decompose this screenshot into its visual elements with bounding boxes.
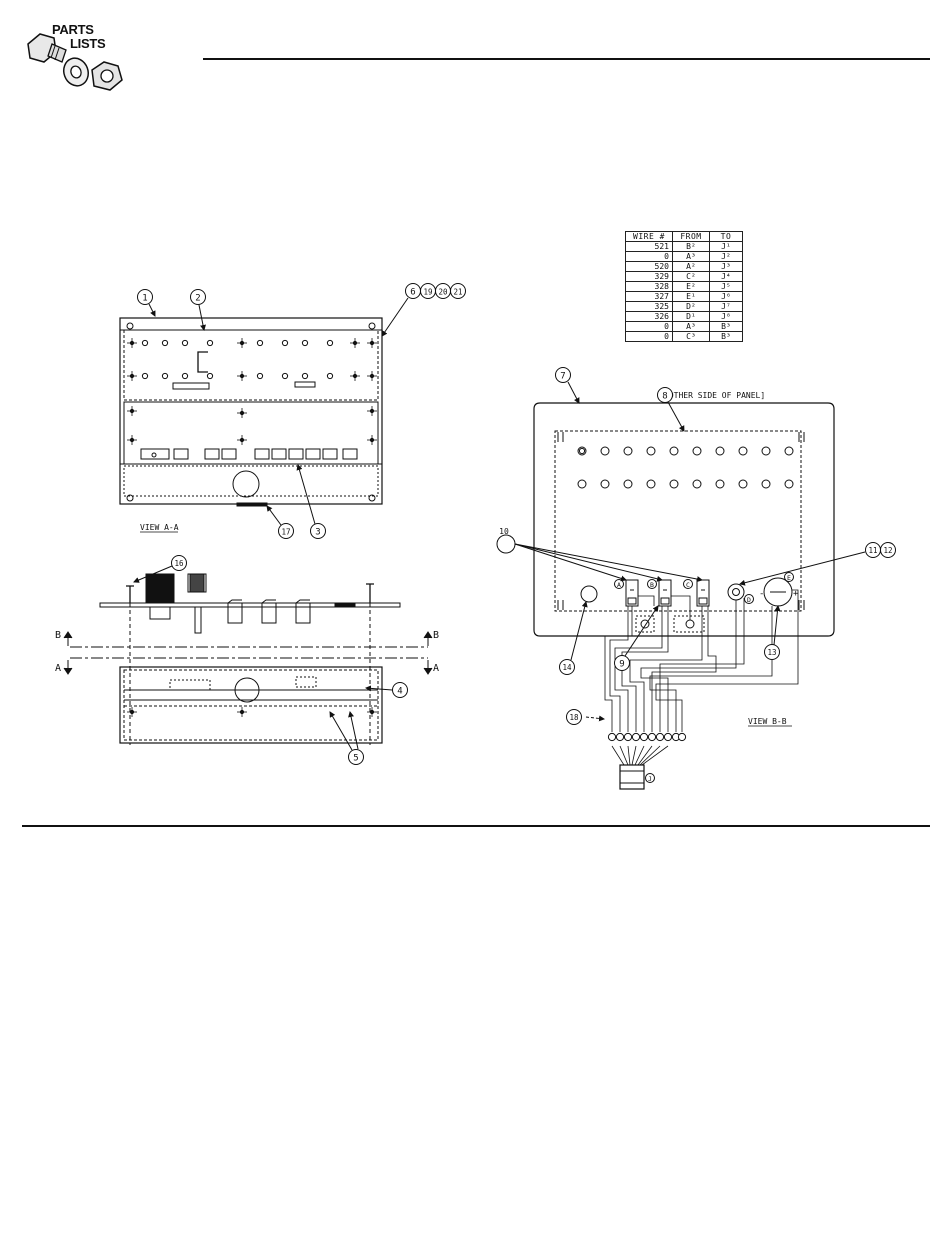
terminal-label-j: J [648, 775, 652, 783]
section-label-a: A [433, 663, 439, 674]
panel-hole [785, 447, 793, 455]
panel-hole [647, 480, 655, 488]
callout-16: 16 [174, 559, 184, 568]
terminal-label-c: C [686, 581, 690, 589]
wire-terminal-row [608, 733, 685, 740]
polarity-minus: - [759, 589, 764, 599]
wire-terminal [656, 733, 663, 740]
callout-20: 20 [438, 288, 448, 297]
panel-hole [716, 480, 724, 488]
panel-hole [624, 480, 632, 488]
panel-hole [739, 447, 747, 455]
view-a-a-label: VIEW A-A [140, 523, 179, 532]
view-b-b-labels: A B C D E J + - VIEW B-B [OTHER SIDE OF … [615, 391, 800, 783]
panel-hole [578, 480, 586, 488]
view-a-a-drawing [120, 318, 382, 506]
panel-hole [624, 447, 632, 455]
terminal-label-b: B [650, 581, 654, 589]
callout-7: 7 [560, 372, 565, 382]
section-label-b: B [55, 630, 61, 641]
terminal-label-d: D [747, 596, 751, 604]
wire-terminal [608, 733, 615, 740]
callout-14: 14 [562, 663, 572, 672]
callout-3: 3 [315, 528, 320, 538]
callout-17: 17 [281, 528, 290, 537]
callout-1: 1 [142, 294, 147, 304]
polarity-plus: + [793, 589, 799, 599]
callout-12: 12 [883, 546, 892, 555]
panel-hole [762, 447, 770, 455]
panel-hole [716, 447, 724, 455]
callout-8: 8 [662, 392, 667, 402]
panel-hole [670, 447, 678, 455]
callout-group-b-b: 7 8 10 11 12 14 9 13 18 [497, 368, 896, 725]
callout-group-a-a: 1 2 6 19 20 21 3 17 VIEW A-A [138, 284, 466, 539]
callout-11: 11 [868, 546, 877, 555]
callout-5: 5 [353, 754, 358, 764]
callout-9: 9 [619, 660, 624, 670]
panel-hole [647, 447, 655, 455]
wire-terminal [640, 733, 647, 740]
panel-hole [670, 480, 678, 488]
panel-hole [601, 447, 609, 455]
callout-4: 4 [397, 687, 402, 697]
wire-terminal [632, 733, 639, 740]
callout-2: 2 [195, 294, 200, 304]
callout-18: 18 [569, 713, 579, 722]
terminal-label-a: A [617, 581, 621, 589]
callout-10: 10 [499, 527, 509, 536]
wire-terminal [616, 733, 623, 740]
callout-19: 19 [423, 288, 432, 297]
callout-21: 21 [453, 288, 462, 297]
panel-hole [785, 480, 793, 488]
section-label-b: B [433, 630, 439, 641]
wire-terminal [664, 733, 671, 740]
panel-hole [739, 480, 747, 488]
view-b-b-label: VIEW B-B [748, 717, 787, 726]
section-view-drawing [70, 574, 428, 745]
panel-hole [601, 480, 609, 488]
panel-hole-grid [578, 447, 793, 488]
panel-hole [693, 480, 701, 488]
terminal-label-e: E [787, 574, 791, 582]
panel-hole [693, 447, 701, 455]
callout-6: 6 [410, 288, 415, 298]
panel-hole [762, 480, 770, 488]
wire-terminal [648, 733, 655, 740]
callout-13: 13 [767, 648, 776, 657]
section-label-a: A [55, 663, 61, 674]
other-side-note: [OTHER SIDE OF PANEL] [664, 391, 765, 400]
wire-terminal [624, 733, 631, 740]
wire-terminal [678, 733, 685, 740]
callout-group-section: 16 4 5 [134, 556, 408, 765]
view-b-b-components [581, 578, 798, 789]
